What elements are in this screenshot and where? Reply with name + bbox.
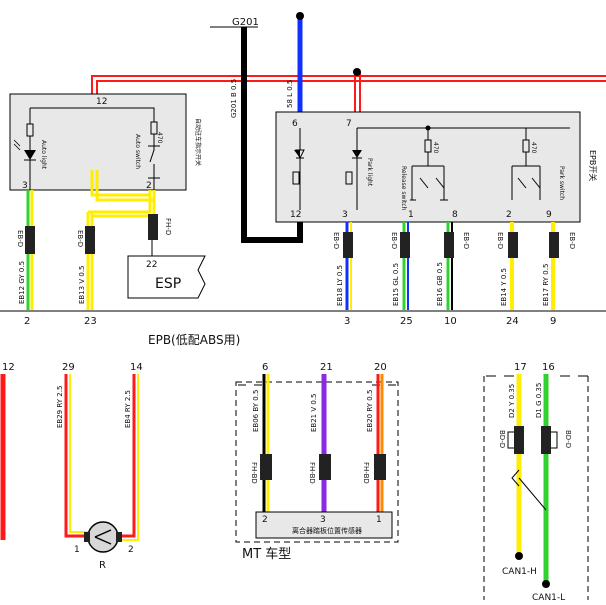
- can-section: 17 16 BD-D BD-D D2 Y 0.35 D1 G 0.35 CAN1…: [483, 362, 589, 603]
- lower-pin-14: 14: [130, 362, 143, 373]
- left-wires: EB-D EB12 GY 0.5 EB-D EB13 V 0.5 FH-D: [16, 170, 172, 310]
- conn-right-a: EB-D: [332, 232, 340, 249]
- mt-section: 6 21 20 EB06 BY 0.5 FH-BD EB21 V 0.5 FH-…: [235, 362, 399, 562]
- conn-left-c: FH-D: [164, 218, 172, 235]
- right-wires: EB-D EB18 LY 0.5 EB-D EB15 GL 0.5 EB-D E…: [332, 222, 576, 310]
- wire-g201-label: G201 B 0.5: [230, 79, 238, 118]
- resistor-a-label: 470: [432, 142, 439, 154]
- wire-58: 58 L 0.5: [286, 12, 304, 112]
- bottom-pin: 9: [550, 316, 556, 327]
- conn-mt-c: FH-BD: [362, 462, 370, 484]
- conn-right-e: EB-D: [568, 232, 576, 249]
- right-module-name: EPB开关: [588, 150, 598, 181]
- bottom-pins: 2 23 3 25 10 24 9: [24, 316, 556, 327]
- wire-58-label: 58 L 0.5: [286, 80, 294, 108]
- esp-label: ESP: [155, 276, 181, 292]
- motor-pin-1: 1: [74, 545, 80, 555]
- right-pin-6: 6: [292, 119, 298, 129]
- can-low-label: CAN1-L: [532, 593, 565, 603]
- right-pin-8: 8: [452, 210, 458, 220]
- left-module: 12 3 2 Auto light Auto switch 470 自动驻车指示…: [9, 93, 202, 191]
- wire-eb29-label: EB29 RY 2.5: [56, 386, 64, 428]
- wire-eb21-label: EB21 V 0.5: [310, 393, 318, 432]
- wire-d1-label: D1 G 0.35: [535, 383, 543, 418]
- conn-left-a: EB-D: [16, 230, 24, 247]
- lower-pin-20: 20: [374, 362, 387, 373]
- park-switch-label: Park switch: [558, 166, 565, 200]
- bottom-pin: 23: [84, 316, 97, 327]
- wire-eb12-label: EB12 GY 0.5: [18, 261, 26, 304]
- wire-eb17-label: EB17 RY 0.5: [542, 264, 550, 306]
- esp-pin: 22: [146, 260, 157, 270]
- lower-pin-12: 12: [2, 362, 15, 373]
- mt-pin-2: 2: [262, 515, 268, 525]
- bottom-pin: 10: [444, 316, 457, 327]
- ground-g201: G201 G201 B 0.5: [210, 17, 303, 243]
- conn-right-d: EB-D: [496, 232, 504, 249]
- bottom-pin: 25: [400, 316, 413, 327]
- left-resistor-label: 470: [156, 132, 163, 144]
- right-pin-9: 9: [546, 210, 552, 220]
- ground-label: G201: [232, 17, 259, 28]
- lower-pin-16: 16: [542, 362, 555, 373]
- bottom-pin: 24: [506, 316, 519, 327]
- release-switch-label: Release switch: [400, 166, 407, 211]
- auto-switch-label: Auto switch: [134, 134, 141, 169]
- mt-pin-1: 1: [376, 515, 382, 525]
- park-light-label: Park light: [366, 158, 373, 187]
- right-pin-12: 12: [290, 210, 301, 220]
- conn-mt-b: FH-BD: [308, 462, 316, 484]
- right-pin-3: 3: [342, 210, 348, 220]
- left-module-name: 自动驻车指示开关: [194, 118, 202, 166]
- motor-label: R: [99, 560, 106, 571]
- lower-pin-29: 29: [62, 362, 75, 373]
- lower-pin-17: 17: [514, 362, 527, 373]
- wire-eb14-label: EB14 Y 0.5: [500, 268, 508, 306]
- left-pin-12: 12: [96, 97, 107, 107]
- left-pin-2: 2: [146, 181, 152, 191]
- lower-pin-6: 6: [262, 362, 268, 373]
- left-pin-3: 3: [22, 181, 28, 191]
- lower-pin-21: 21: [320, 362, 333, 373]
- conn-right-b: EB-D: [390, 232, 398, 249]
- conn-can-a: BD-D: [498, 430, 506, 448]
- motor-pin-2: 2: [128, 545, 134, 555]
- bottom-pin: 3: [344, 316, 350, 327]
- auto-light-label: Auto light: [40, 140, 47, 170]
- right-pin-1: 1: [408, 210, 414, 220]
- epb-title: EPB(低配ABS用): [148, 333, 240, 347]
- mt-sensor-label: 离合器踏板位置传感器: [292, 526, 362, 535]
- mt-pin-3: 3: [320, 515, 326, 525]
- right-pin-7: 7: [346, 119, 352, 129]
- can-high-label: CAN1-H: [502, 567, 537, 577]
- conn-can-b: BD-D: [564, 430, 572, 448]
- esp-block: 22 ESP: [127, 255, 206, 299]
- bottom-pin: 2: [24, 316, 30, 327]
- lower-left: 12 29 14 EB29 RY 2.5 EB4 RY 2.5 1 2 R: [0, 362, 143, 571]
- conn-right-c: EB-D: [462, 232, 470, 249]
- wire-eb16-label: EB16 GB 0.5: [436, 262, 444, 306]
- wire-eb20-label: EB20 RY 0.5: [366, 390, 374, 432]
- wire-d2-label: D2 Y 0.35: [508, 384, 516, 418]
- mt-title: MT 车型: [242, 546, 291, 562]
- wire-eb15-label: EB15 GL 0.5: [392, 263, 400, 306]
- wire-eb13-label: EB13 V 0.5: [78, 265, 86, 304]
- conn-mt-a: FH-BD: [250, 462, 258, 484]
- wire-eb06-label: EB06 BY 0.5: [252, 390, 260, 432]
- right-module: 6 7 12 3 1 8 2 9 Park light Release swit…: [275, 111, 598, 223]
- right-pin-2: 2: [506, 210, 512, 220]
- resistor-b-label: 470: [530, 142, 537, 154]
- conn-left-b: EB-D: [76, 230, 84, 247]
- wire-eb18-label: EB18 LY 0.5: [336, 265, 344, 306]
- wire-eb4-label: EB4 RY 2.5: [124, 390, 132, 428]
